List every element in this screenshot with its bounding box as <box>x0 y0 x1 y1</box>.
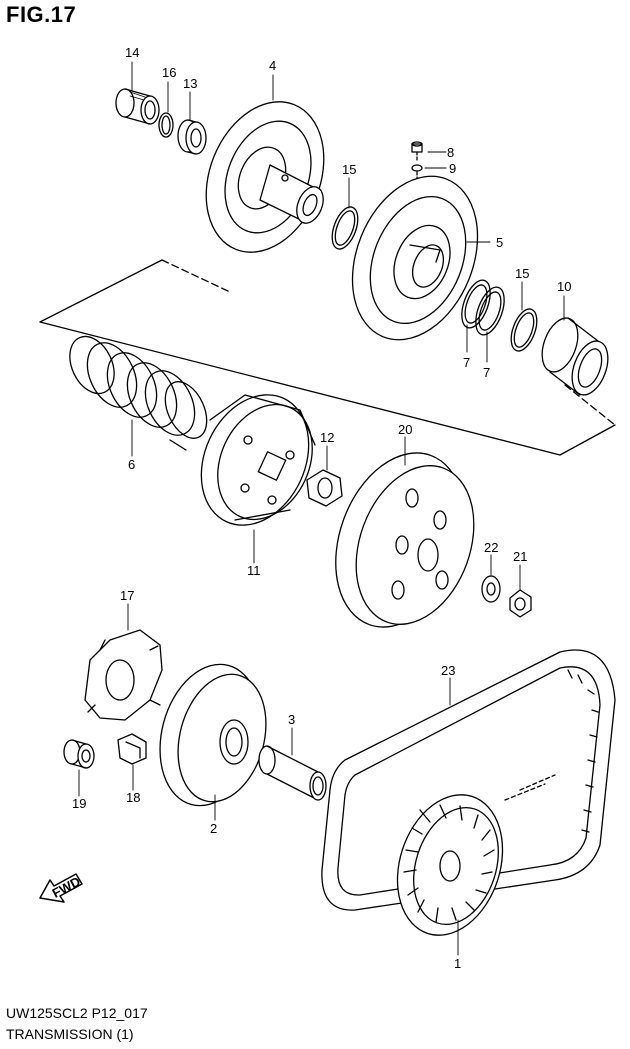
callout-12: 12 <box>320 430 334 445</box>
callout-7b: 7 <box>483 365 490 380</box>
callout-7a: 7 <box>463 355 470 370</box>
part-3-spacer <box>258 745 327 801</box>
part-10-seal-cover <box>541 317 609 396</box>
part-20-clutch-housing <box>335 452 475 628</box>
figure-title: FIG.17 <box>6 2 77 27</box>
callout-15-lower: 15 <box>515 266 529 281</box>
callout-19: 19 <box>72 796 86 811</box>
callout-labels: 14 16 13 4 8 9 15 5 15 10 7 7 6 12 20 11… <box>72 45 571 971</box>
callout-5: 5 <box>496 235 503 250</box>
part-13-ball-bearing <box>177 119 207 155</box>
part-4-fixed-driven-face <box>205 101 325 253</box>
part-6-spring <box>69 335 208 451</box>
callout-17: 17 <box>120 588 134 603</box>
callout-3: 3 <box>288 712 295 727</box>
callout-6: 6 <box>128 457 135 472</box>
part-8-guide-pin <box>411 141 423 161</box>
callout-22: 22 <box>484 540 498 555</box>
callout-9: 9 <box>449 161 456 176</box>
callout-1: 1 <box>454 956 461 971</box>
fwd-arrow-icon: FWD <box>39 873 83 903</box>
callout-20: 20 <box>398 422 412 437</box>
part-17-cam <box>84 629 163 721</box>
callout-15-upper: 15 <box>342 162 356 177</box>
part-5-movable-driven-face <box>351 175 479 341</box>
callout-10: 10 <box>557 279 571 294</box>
callout-13: 13 <box>183 76 197 91</box>
footer-title: TRANSMISSION (1) <box>6 1026 134 1042</box>
leader-lines <box>78 61 565 956</box>
part-14-needle-bearing <box>115 88 160 125</box>
callout-21: 21 <box>513 549 527 564</box>
part-2-movable-drive-face <box>159 663 267 807</box>
part-1-fixed-drive-face <box>396 794 504 936</box>
part-23-drive-belt <box>321 649 616 911</box>
part-16-circlip <box>158 112 174 138</box>
callout-4: 4 <box>269 58 276 73</box>
assembly-boundary <box>39 259 616 456</box>
callout-18: 18 <box>126 790 140 805</box>
callout-16: 16 <box>162 65 176 80</box>
part-15-oring-upper <box>331 206 359 250</box>
callout-11: 11 <box>247 563 261 578</box>
callout-8: 8 <box>447 145 454 160</box>
part-11-clutch-shoe-assy <box>200 394 316 526</box>
part-21-nut <box>509 589 532 618</box>
callout-2: 2 <box>210 821 217 836</box>
callout-14: 14 <box>125 45 139 60</box>
part-22-washer <box>481 575 501 603</box>
part-18-slide-piece <box>117 733 147 765</box>
fwd-label: FWD <box>50 874 83 901</box>
part-7-oil-seal-b <box>475 286 505 336</box>
footer-code: UW125SCL2 P12_017 <box>6 1005 148 1021</box>
part-15-oring-lower <box>510 308 538 352</box>
part-12-nut <box>306 469 343 507</box>
part-19-roller <box>63 739 95 769</box>
callout-23: 23 <box>441 663 455 678</box>
